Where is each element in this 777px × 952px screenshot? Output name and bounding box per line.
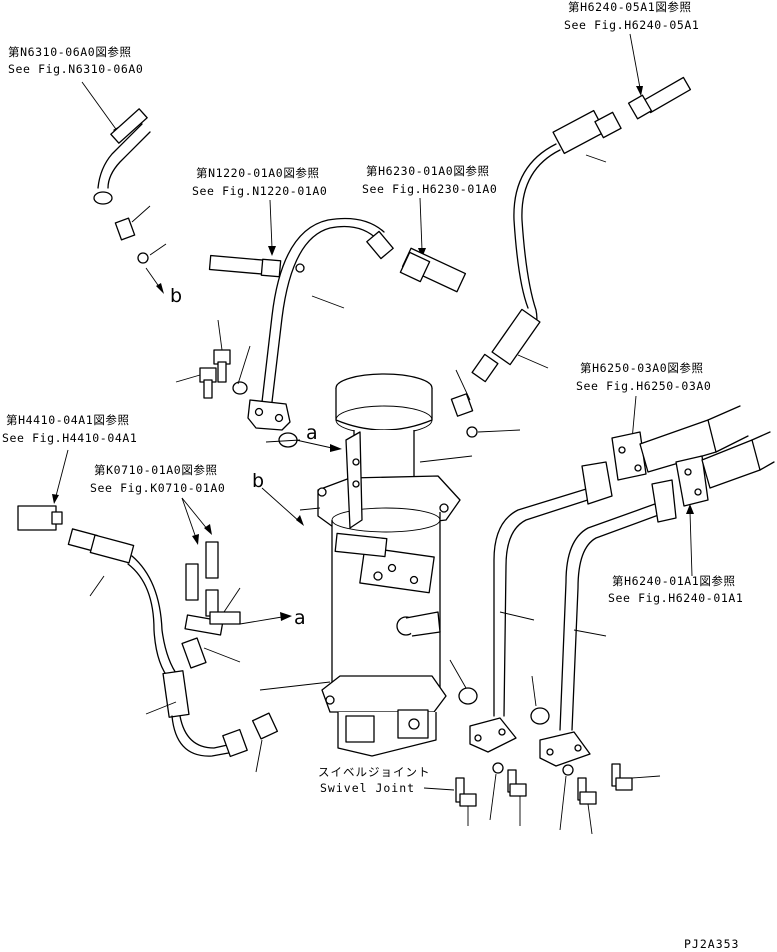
hose-right-upper [450, 76, 692, 438]
bottom-bolts [455, 762, 661, 835]
hose-h6230 [399, 247, 467, 293]
ref-h6230-jp: 第H6230-01A0図参照 [366, 164, 490, 178]
ref-n1220-en: See Fig.N1220-01A0 [192, 184, 327, 198]
ref-h4410-en: See Fig.H4410-04A1 [2, 431, 137, 445]
swivel-caption-jp: スイベルジョイント [318, 765, 431, 779]
ref-h6250-jp: 第H6250-03A0図参照 [580, 361, 704, 375]
ref-h6240-05-jp: 第H6240-05A1図参照 [568, 0, 692, 14]
ref-n6310-jp: 第N6310-06A0図参照 [8, 45, 132, 59]
marker-a-lower: a [294, 607, 306, 629]
ref-k0710-jp: 第K0710-01A0図参照 [94, 463, 218, 477]
marker-b-upper: b [170, 285, 182, 307]
ref-h6240-05-en: See Fig.H6240-05A1 [564, 18, 699, 32]
ref-n6310-en: See Fig.N6310-06A0 [8, 62, 143, 76]
ref-h4410-jp: 第H4410-04A1図参照 [6, 413, 130, 427]
hose-top-left [93, 108, 167, 264]
ref-h4410: 第H4410-04A1図参照 See Fig.H4410-04A1 [2, 413, 137, 445]
ref-n6310: 第N6310-06A0図参照 See Fig.N6310-06A0 [8, 45, 143, 76]
left-lower-parts [17, 505, 279, 773]
ref-h6240-05: 第H6240-05A1図参照 See Fig.H6240-05A1 [564, 0, 699, 32]
ref-h6250: 第H6250-03A0図参照 See Fig.H6250-03A0 [576, 361, 711, 393]
ref-n1220-jp: 第N1220-01A0図参照 [196, 166, 320, 180]
ref-h6230-en: See Fig.H6230-01A0 [362, 182, 497, 196]
marker-b-lower: b [252, 470, 264, 492]
marker-a-upper: a [306, 422, 318, 444]
ref-k0710-en: See Fig.K0710-01A0 [90, 481, 225, 495]
upper-pipe [208, 217, 394, 431]
drawing-code: PJ2A353 [684, 937, 739, 951]
ref-k0710: 第K0710-01A0図参照 See Fig.K0710-01A0 [90, 463, 225, 495]
ref-h6240-01-en: See Fig.H6240-01A1 [608, 591, 743, 605]
ref-h6240-01: 第H6240-01A1図参照 See Fig.H6240-01A1 [608, 574, 743, 605]
ref-h6240-01-jp: 第H6240-01A1図参照 [612, 574, 736, 588]
ref-h6230: 第H6230-01A0図参照 See Fig.H6230-01A0 [362, 164, 497, 196]
ref-h6250-en: See Fig.H6250-03A0 [576, 379, 711, 393]
swivel-caption-en: Swivel Joint [320, 781, 415, 795]
swivel-joint [259, 373, 550, 757]
bolts-upper-left [175, 319, 251, 399]
ref-n1220: 第N1220-01A0図参照 See Fig.N1220-01A0 [192, 166, 327, 198]
right-pipes [469, 405, 775, 767]
